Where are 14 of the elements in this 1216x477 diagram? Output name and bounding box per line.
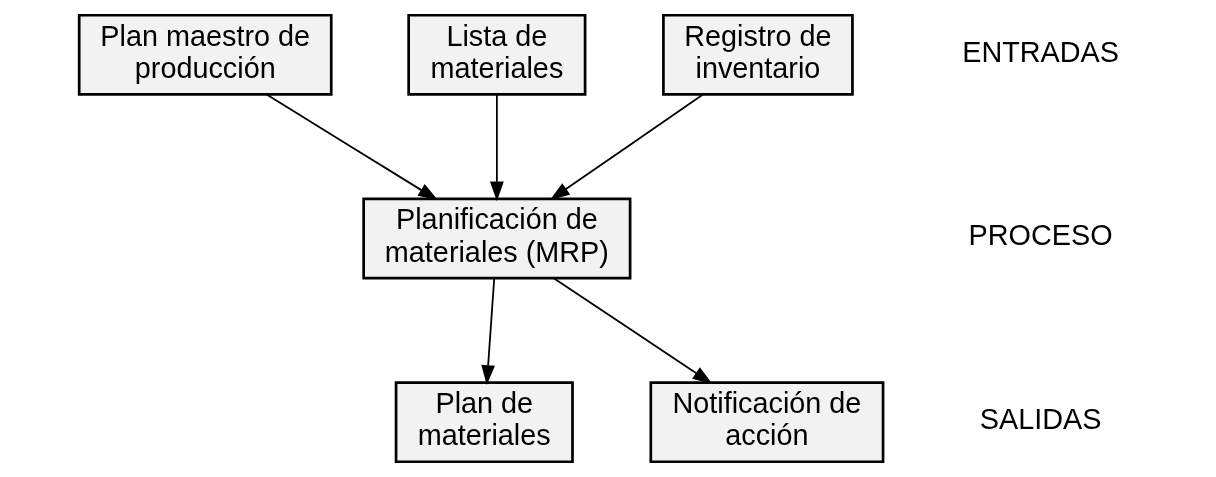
arrow (480, 277, 495, 385)
node-box: Planificación de materiales (MRP) (361, 197, 631, 280)
label: PROCESO (968, 219, 1113, 252)
label: ENTRADAS (961, 35, 1119, 68)
label: SALIDAS (979, 402, 1101, 435)
arrow (489, 93, 504, 202)
node-box: Registro de inventario (661, 13, 854, 96)
arrow (552, 277, 712, 385)
arrow (265, 93, 438, 201)
node-box: Plan de materiales (394, 381, 574, 464)
node-box: Notificación de acción (648, 381, 884, 464)
node-box: Lista de materiales (406, 13, 586, 96)
node-box: Plan maestro de producción (77, 13, 333, 96)
arrow (549, 93, 703, 201)
